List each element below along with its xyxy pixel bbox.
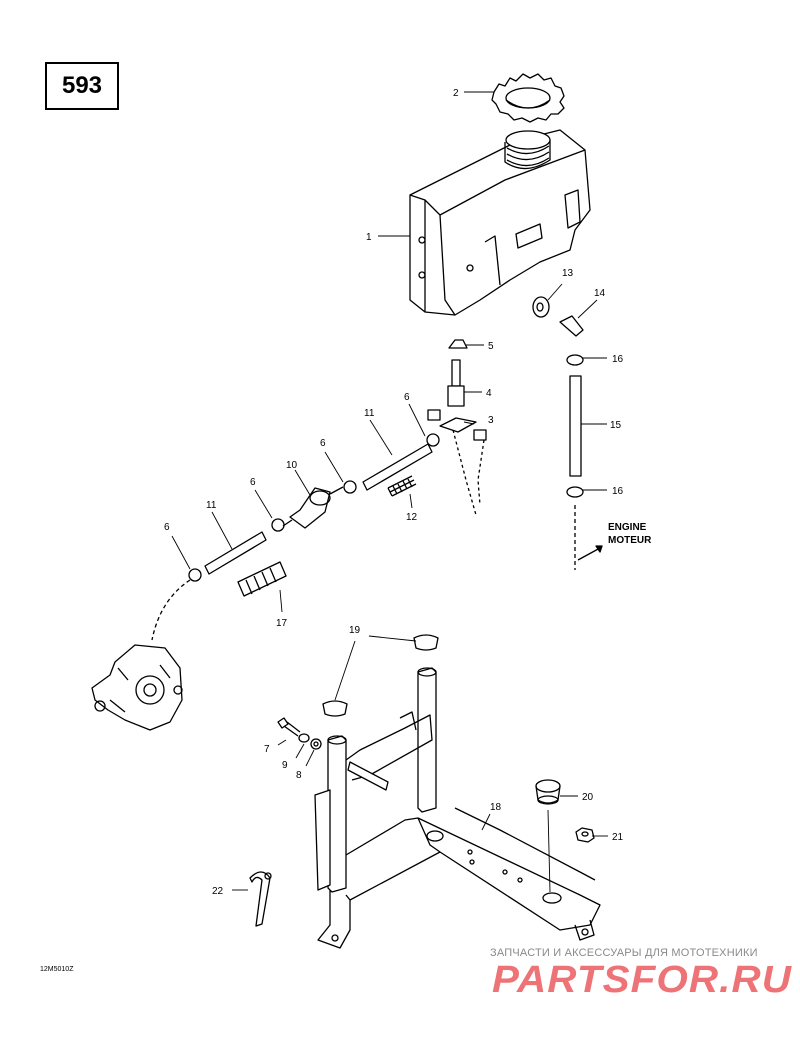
hose-part [204,531,267,575]
callout-5: 5 [488,341,494,352]
callout-17: 17 [276,618,288,629]
grommet-part [448,339,468,349]
callout-4: 4 [486,388,492,399]
elbow-fitting-part [559,315,584,337]
clamp-part [343,480,357,494]
callout-6c: 6 [250,477,256,488]
valve-part [439,417,477,433]
callout-2: 2 [453,88,459,99]
watermark-logo: PARTSFOR.RU [492,959,793,998]
callout-9: 9 [282,760,288,771]
callout-16a: 16 [612,354,624,365]
callout-20: 20 [582,792,594,803]
filler-cap-part [491,73,565,123]
callout-11b: 11 [206,500,217,511]
page-number-box: 593 [45,62,119,110]
callout-14: 14 [594,288,606,299]
clamp-part [271,518,285,532]
drawing-code: 12M5010Z [40,966,74,973]
engine-note-line1: ENGINE [608,522,647,533]
clamp-part [566,354,584,366]
grommet-part [535,779,561,805]
callout-13: 13 [562,268,574,279]
watermark-logo-text: PARTSFOR.RU [492,959,793,998]
engine-note-line2: MOTEUR [608,535,652,546]
callout-6d: 6 [164,522,170,533]
nut-part [575,827,595,843]
hose-part [362,443,433,491]
washer-part [298,733,310,743]
sleeve-part [237,561,287,597]
grommet-part [322,700,348,717]
callout-21: 21 [612,832,624,843]
callout-18: 18 [490,802,502,813]
fitting-part [451,359,461,387]
fuel-filter-part [282,486,344,529]
callout-7: 7 [264,744,270,755]
clamp-part [426,433,440,447]
callout-3: 3 [488,415,494,426]
washer-part [310,738,322,750]
callout-15: 15 [610,420,622,431]
grommet-part [413,634,439,651]
bolt-part [277,717,301,737]
oil-tank-part [409,129,591,316]
callout-19: 19 [349,625,361,636]
callout-12: 12 [406,512,418,523]
callout-16b: 16 [612,486,624,497]
engine-arrow [577,547,601,561]
spring-part [387,475,417,497]
grommet-part [532,296,550,318]
callout-8: 8 [296,770,302,781]
clamp-part [566,486,584,498]
callout-6b: 6 [320,438,326,449]
tank-bracket-part [314,667,601,949]
oil-pump-part [91,644,183,731]
page-number: 593 [61,72,103,99]
callout-11a: 11 [364,408,375,419]
watermark-tagline: ЗАПЧАСТИ И АКСЕССУАРЫ ДЛЯ МОТОТЕХНИКИ [490,947,758,959]
clamp-part [188,568,202,582]
clip-part [249,871,271,927]
callout-6a: 6 [404,392,410,403]
callout-1: 1 [366,232,372,243]
callout-10: 10 [286,460,298,471]
callout-22: 22 [212,886,224,897]
vent-hose-part [569,375,582,477]
